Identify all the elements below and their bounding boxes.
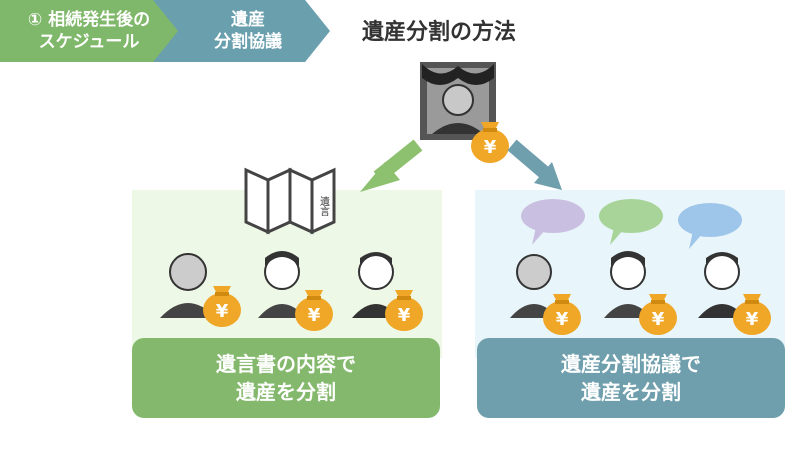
agreement-method-line2: 遺産を分割: [581, 380, 681, 404]
svg-text:¥: ¥: [398, 305, 411, 326]
money-bag-icon: ¥: [385, 290, 423, 331]
svg-text:遺言: 遺言: [318, 195, 330, 217]
svg-text:¥: ¥: [556, 309, 569, 330]
arrow-to-will-icon: [360, 139, 423, 192]
step-1-chevron: ① 相続発生後の スケジュール: [0, 0, 178, 62]
step-2-chevron: 遺産 分割協議: [152, 0, 330, 62]
deceased-portrait-icon: [420, 62, 496, 140]
will-method-box: 遺言書の内容で 遺産を分割: [132, 338, 440, 418]
speech-bubble-purple-icon: [521, 199, 585, 245]
svg-text:¥: ¥: [308, 305, 321, 326]
svg-text:¥: ¥: [484, 137, 497, 158]
will-method-line1: 遺言書の内容で: [216, 352, 356, 376]
money-bag-icon: ¥: [295, 290, 333, 331]
page-title: 遺産分割の方法: [362, 20, 517, 45]
will-method-line2: 遺産を分割: [236, 380, 336, 404]
svg-text:¥: ¥: [746, 309, 759, 330]
step-2-line2: 分割協議: [214, 32, 282, 52]
money-bag-icon: ¥: [543, 294, 581, 335]
agreement-method-box: 遺産分割協議で 遺産を分割: [477, 338, 785, 418]
step-1-line1: ① 相続発生後の: [27, 10, 151, 30]
step-2-line1: 遺産: [231, 10, 265, 30]
heir-woman-icon: [604, 251, 652, 318]
svg-text:¥: ¥: [216, 301, 229, 322]
heir-woman-icon: [258, 251, 306, 318]
money-bag-icon: ¥: [203, 286, 241, 327]
svg-text:¥: ¥: [652, 309, 665, 330]
heir-elderly-icon: [160, 253, 216, 318]
step-1-line2: スケジュール: [38, 32, 140, 52]
money-bag-icon: ¥: [471, 122, 509, 163]
speech-bubble-green-icon: [599, 199, 663, 245]
arrow-to-agreement-icon: [507, 139, 562, 190]
will-document-icon: 遺言: [244, 167, 336, 235]
money-bag-icon: ¥: [639, 294, 677, 335]
speech-bubble-blue-icon: [678, 203, 742, 249]
money-bag-icon: ¥: [733, 294, 771, 335]
agreement-method-line1: 遺産分割協議で: [561, 352, 701, 376]
